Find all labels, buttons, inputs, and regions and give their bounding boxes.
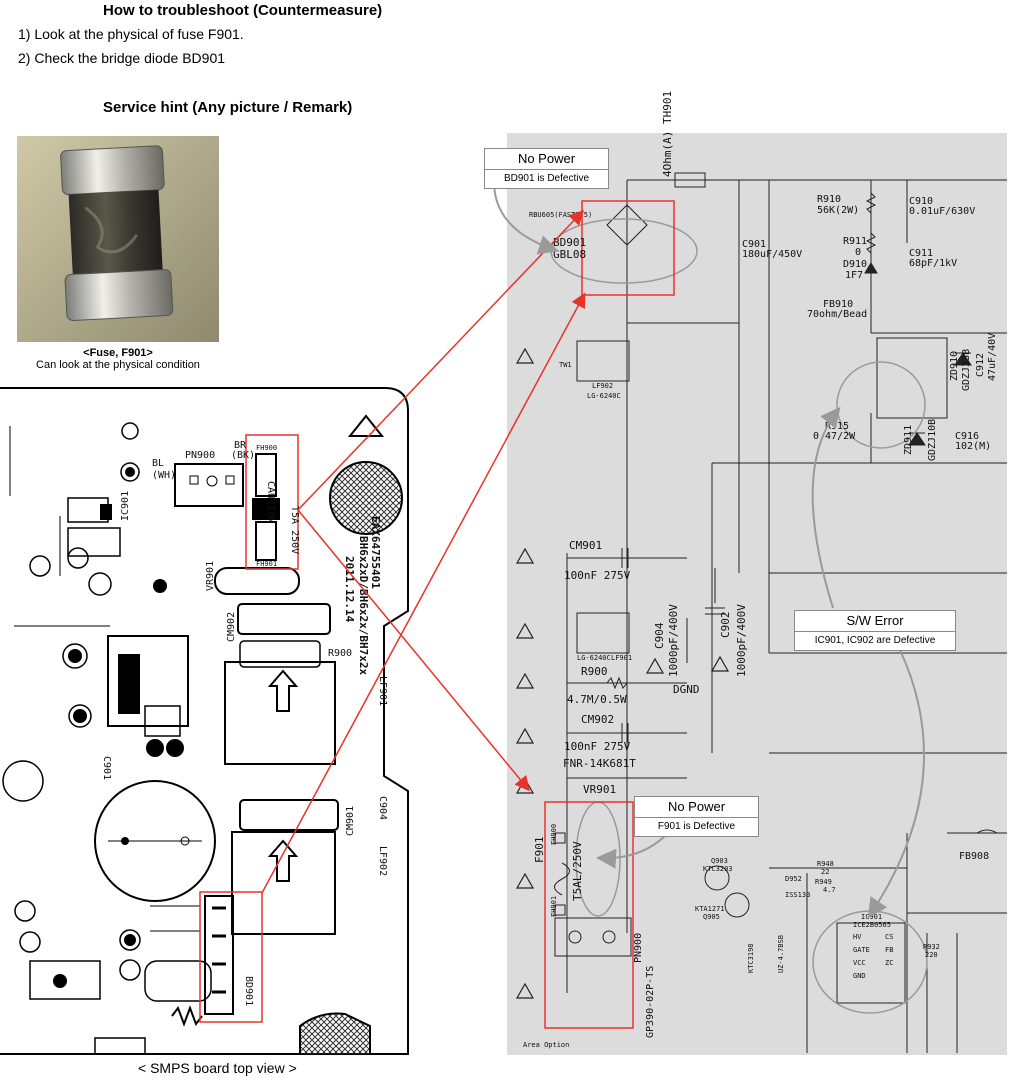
board-label-bk: (BK) — [231, 450, 256, 461]
sch-r949: R949 — [815, 878, 832, 886]
arrow-bd901-to-schematic — [261, 292, 586, 894]
fuse-caption-title: <Fuse, F901> — [83, 347, 153, 359]
sch-r948: R948 — [817, 860, 834, 868]
sch-pin-gate: GATE — [853, 946, 870, 954]
sch-pin-cs: CS — [885, 933, 894, 941]
sch-r910-val: 56K(2W) — [817, 205, 860, 216]
sch-lf902: LF902 — [592, 382, 614, 390]
callout-no-power-f901: No Power F901 is Defective — [634, 796, 759, 837]
board-label-pn900: PN900 — [185, 450, 216, 461]
fuse-caption-text: Can look at the physical condition — [36, 359, 200, 371]
sch-c911-val: 68pF/1kV — [909, 258, 958, 269]
sch-fb908: FB908 — [959, 851, 990, 862]
sch-c901-val: 180uF/450V — [742, 249, 803, 260]
sch-r949-val: 4.7 — [823, 886, 836, 894]
sch-lf902-part: LG-6240C — [587, 392, 621, 400]
sch-pin-gnd: GND — [853, 972, 866, 980]
sch-d910-val: 1F7 — [845, 270, 864, 281]
sch-gbl08: GBL08 — [553, 248, 587, 261]
sch-c916: C916 — [955, 431, 980, 442]
sch-fb910: FB910 — [823, 299, 854, 310]
service-hint-title: Service hint (Any picture / Remark) — [103, 99, 353, 116]
sch-c910: C910 — [909, 196, 934, 207]
sch-cm901-val: 100nF 275V — [564, 569, 631, 582]
board-label-wh: (WH) — [152, 470, 177, 481]
sch-r910: R910 — [817, 194, 842, 205]
sch-c901: C901 — [742, 239, 767, 250]
sch-pin-hv: HV — [853, 933, 862, 941]
sch-pin-fb: FB — [885, 946, 894, 954]
callout-no-power-bd901-title: No Power — [485, 149, 608, 170]
sch-r915-val: 0.47/2W — [813, 431, 856, 442]
sch-c910-val: 0.01uF/630V — [909, 206, 976, 217]
sch-cm902: CM902 — [581, 713, 615, 726]
sch-ic901-part: ICE2B0565 — [853, 921, 891, 929]
callout-line-f901 — [596, 834, 667, 869]
sch-c911: C911 — [909, 248, 934, 259]
sch-area-option: Area Option — [523, 1041, 570, 1049]
callout-no-power-bd901-sub: BD901 is Defective — [503, 173, 590, 184]
callout-no-power-f901-title: No Power — [635, 797, 758, 818]
sch-q905-part: KTA1271 — [695, 905, 725, 913]
arrow-fuse-to-f901 — [297, 509, 530, 792]
board-label-fh901: FH901 — [256, 560, 278, 568]
sch-r932-val: 220 — [925, 951, 938, 959]
sch-r900: R900 — [581, 665, 608, 678]
fuse-caption: <Fuse, F901> Can look at the physical co… — [0, 347, 236, 371]
sch-q903-part: KTC3203 — [703, 865, 733, 873]
sch-r900-val: 4.7M/0.5W — [567, 693, 627, 706]
sch-pin-vcc: VCC — [853, 959, 866, 967]
sch-d910: D910 — [843, 259, 868, 270]
sch-q903: Q903 — [711, 857, 728, 865]
schematic-panel: 4Ohm(A) TH901 RBU605(FAST375) BD901 GBL0… — [507, 91, 1007, 1055]
sch-fnr: FNR-14K681T — [563, 757, 636, 770]
callout-sw-error: S/W Error IC901, IC902 are Defective — [794, 610, 956, 651]
step-1: 1) Look at the physical of fuse F901. — [18, 26, 244, 42]
board-label-bl: BL — [152, 458, 165, 469]
callout-line-ic902 — [811, 406, 841, 609]
board-caption: < SMPS board top view > — [138, 1060, 297, 1076]
board-label-br: BR — [234, 440, 247, 451]
sch-r932: R932 — [923, 943, 940, 951]
board-label-fh900: FH900 — [256, 444, 278, 452]
sch-r948-val: 22 — [821, 868, 830, 876]
sch-tw1: TW1 — [559, 361, 572, 369]
callout-sw-error-title: S/W Error — [795, 611, 955, 632]
sch-r911: R911 — [843, 236, 868, 247]
sch-vr901: VR901 — [583, 783, 617, 796]
sch-cm901: CM901 — [569, 539, 603, 552]
sch-lf901-part: LG-6240C — [577, 654, 611, 662]
callout-line-bd — [493, 182, 559, 255]
callout-no-power-bd901: No Power BD901 is Defective — [484, 148, 609, 189]
sch-bd-part: RBU605(FAST375) — [529, 211, 593, 219]
fuse-photo — [17, 136, 219, 342]
callout-line-ic901 — [867, 649, 925, 919]
sch-cm902-val: 100nF 275V — [564, 740, 631, 753]
arrow-fuse-to-bd901 — [297, 209, 585, 511]
sch-r911-val: 0 — [855, 247, 862, 258]
sch-bd901: BD901 — [553, 236, 587, 249]
sch-q905: Q905 — [703, 913, 720, 921]
board-label-r900: R900 — [328, 648, 353, 659]
sch-d952: D952 — [785, 875, 802, 883]
sch-c916-val: 102(M) — [955, 441, 992, 452]
sch-pin-zc: ZC — [885, 959, 894, 967]
troubleshoot-title: How to troubleshoot (Countermeasure) — [103, 2, 383, 19]
sch-lf901: LF901 — [611, 654, 633, 662]
sch-d952-part: ISS133 — [785, 891, 811, 899]
callout-no-power-f901-sub: F901 is Defective — [657, 821, 736, 832]
sch-fb910-val: 70ohm/Bead — [807, 309, 868, 320]
sch-dgnd: DGND — [673, 683, 700, 696]
callout-sw-error-sub: IC901, IC902 are Defective — [814, 635, 936, 646]
step-2: 2) Check the bridge diode BD901 — [18, 50, 226, 66]
smps-board: PN900 BR (BK) BL (WH) FH900 FH901 CAUTIO… — [0, 386, 410, 1056]
